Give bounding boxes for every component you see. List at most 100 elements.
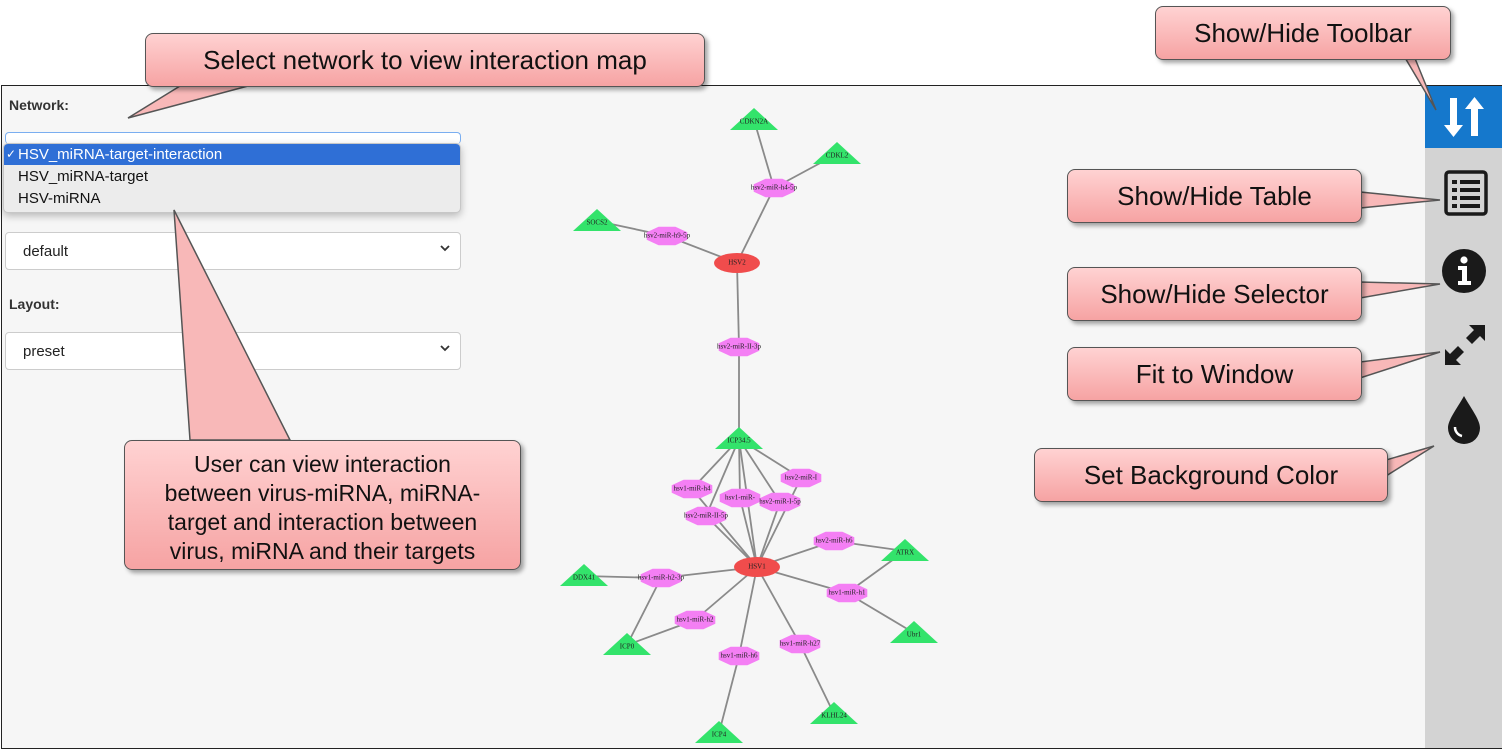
node-label: CDKL2 bbox=[826, 152, 849, 160]
mirna-shape bbox=[718, 646, 760, 666]
sort-toggle-icon bbox=[1444, 97, 1484, 137]
target-shape bbox=[730, 108, 778, 130]
droplet-icon[interactable] bbox=[1446, 394, 1482, 446]
toggle-toolbar-button[interactable] bbox=[1425, 86, 1502, 148]
info-icon[interactable] bbox=[1441, 248, 1487, 294]
mirna-shape bbox=[759, 492, 801, 512]
target-node[interactable]: KLHL24 bbox=[810, 702, 858, 724]
mirna-node[interactable]: hsv2-miR-h4-5p bbox=[751, 178, 798, 198]
layout-select-value: preset bbox=[23, 343, 65, 360]
target-shape bbox=[715, 427, 763, 449]
network-dropdown[interactable]: ✓ HSV_miRNA-target-interaction HSV_miRNA… bbox=[3, 143, 461, 213]
network-option-label: HSV-miRNA bbox=[18, 190, 101, 207]
network-edge bbox=[756, 501, 781, 568]
callout-show-hide-selector: Show/Hide Selector bbox=[1067, 267, 1362, 321]
mirna-shape bbox=[780, 468, 822, 488]
virus-node[interactable]: HSV1 bbox=[734, 557, 780, 577]
mirna-node[interactable]: hsv2-miR-I bbox=[780, 468, 822, 488]
target-node[interactable]: Ubr1 bbox=[890, 621, 938, 643]
mirna-node[interactable]: hsv2-miR-II-5p bbox=[684, 506, 728, 526]
mirna-shape bbox=[685, 506, 727, 526]
target-node[interactable]: ICP34.5 bbox=[715, 427, 763, 449]
chevron-down-icon bbox=[440, 345, 450, 352]
target-shape bbox=[573, 209, 621, 231]
network-option-label: HSV_miRNA-target-interaction bbox=[18, 146, 223, 163]
callout-show-hide-toolbar: Show/Hide Toolbar bbox=[1155, 6, 1451, 60]
target-node[interactable]: DDX41 bbox=[560, 564, 608, 586]
target-node[interactable]: CDKL2 bbox=[813, 142, 861, 164]
target-shape bbox=[881, 539, 929, 561]
callout-text: Set Background Color bbox=[1083, 460, 1339, 490]
callout-user-info: User can view interaction between virus-… bbox=[124, 440, 521, 570]
node-label: DDX41 bbox=[573, 574, 596, 582]
callout-select-network: Select network to view interaction map bbox=[145, 33, 705, 87]
network-edge bbox=[738, 438, 781, 503]
callout-line: User can view interaction bbox=[194, 451, 451, 477]
callout-text: Fit to Window bbox=[1135, 359, 1294, 389]
target-node[interactable]: ICP4 bbox=[695, 721, 743, 743]
mirna-node[interactable]: hsv1-miR-h2-3p bbox=[638, 568, 685, 588]
network-edge bbox=[756, 566, 801, 645]
mirna-shape bbox=[671, 479, 713, 499]
mirna-shape bbox=[826, 583, 868, 603]
table-list-icon[interactable] bbox=[1444, 170, 1488, 216]
expand-arrows-icon[interactable] bbox=[1441, 321, 1489, 369]
callout-line: target and interaction between bbox=[167, 509, 478, 535]
toolbar bbox=[1425, 86, 1502, 748]
network-option-selected[interactable]: ✓ HSV_miRNA-target-interaction bbox=[4, 144, 460, 165]
mirna-node[interactable]: hsv1-miR-h6 bbox=[718, 646, 760, 666]
network-select[interactable] bbox=[5, 132, 461, 144]
callout-text: Select network to view interaction map bbox=[203, 45, 647, 75]
node-label: ATRX bbox=[896, 549, 914, 557]
target-shape bbox=[813, 142, 861, 164]
mirna-node[interactable]: hsv1-miR-h2 bbox=[674, 610, 716, 630]
callout-show-hide-table: Show/Hide Table bbox=[1067, 169, 1362, 223]
node-label: CDKN2A bbox=[740, 118, 768, 126]
mirna-node[interactable]: hsv1-miR- bbox=[719, 488, 761, 508]
network-edge bbox=[736, 262, 740, 348]
node-label: ICP4 bbox=[712, 731, 727, 739]
mirna-node[interactable]: hsv1-miR-h4 bbox=[671, 479, 713, 499]
target-node[interactable]: SOCS2 bbox=[573, 209, 621, 231]
network-edge bbox=[756, 477, 802, 568]
mirna-node[interactable]: hsv2-miR-I-5p bbox=[759, 492, 801, 512]
mirna-node[interactable]: hsv2-miR-II-3p bbox=[717, 337, 761, 357]
mirna-shape bbox=[779, 634, 821, 654]
mirna-shape bbox=[718, 337, 760, 357]
mirna-node[interactable]: hsv2-miR-h6 bbox=[813, 531, 855, 551]
node-label: SOCS2 bbox=[586, 219, 608, 227]
target-node[interactable]: ATRX bbox=[881, 539, 929, 561]
target-shape bbox=[603, 633, 651, 655]
virus-node[interactable]: HSV2 bbox=[714, 253, 760, 273]
mirna-shape bbox=[674, 610, 716, 630]
network-option-label: HSV_miRNA-target bbox=[18, 168, 149, 185]
target-node[interactable]: CDKN2A bbox=[730, 108, 778, 130]
callout-text: Show/Hide Table bbox=[1117, 181, 1312, 211]
mirna-node[interactable]: hsv1-miR-h1 bbox=[826, 583, 868, 603]
mirna-shape bbox=[640, 568, 682, 588]
network-option[interactable]: HSV_miRNA-target bbox=[4, 166, 460, 187]
target-node[interactable]: ICP0 bbox=[603, 633, 651, 655]
callout-text: Show/Hide Toolbar bbox=[1194, 18, 1412, 48]
node-label: hsv2-miR-h6 bbox=[816, 537, 853, 545]
mirna-shape bbox=[813, 531, 855, 551]
network-edge bbox=[691, 488, 758, 568]
node-label: Ubr1 bbox=[907, 631, 922, 639]
callout-line: between virus-miRNA, miRNA- bbox=[164, 480, 481, 506]
node-label: HSV2 bbox=[728, 259, 746, 267]
style-select[interactable]: default bbox=[5, 232, 461, 270]
network-edge bbox=[718, 655, 740, 734]
node-label: hsv1-miR-h6 bbox=[721, 652, 758, 660]
node-label: KLHL24 bbox=[821, 712, 847, 720]
callout-fit-to-window: Fit to Window bbox=[1067, 347, 1362, 401]
mirna-node[interactable]: hsv2-miR-h9-5p bbox=[644, 226, 691, 246]
mirna-shape bbox=[719, 488, 761, 508]
network-option[interactable]: HSV-miRNA bbox=[4, 188, 460, 209]
mirna-shape bbox=[646, 226, 688, 246]
node-label: hsv2-miR-I-5p bbox=[759, 498, 801, 506]
layout-label: Layout: bbox=[9, 296, 60, 312]
mirna-node[interactable]: hsv1-miR-h27 bbox=[779, 634, 821, 654]
node-label: hsv1-miR-h2-3p bbox=[638, 574, 685, 582]
